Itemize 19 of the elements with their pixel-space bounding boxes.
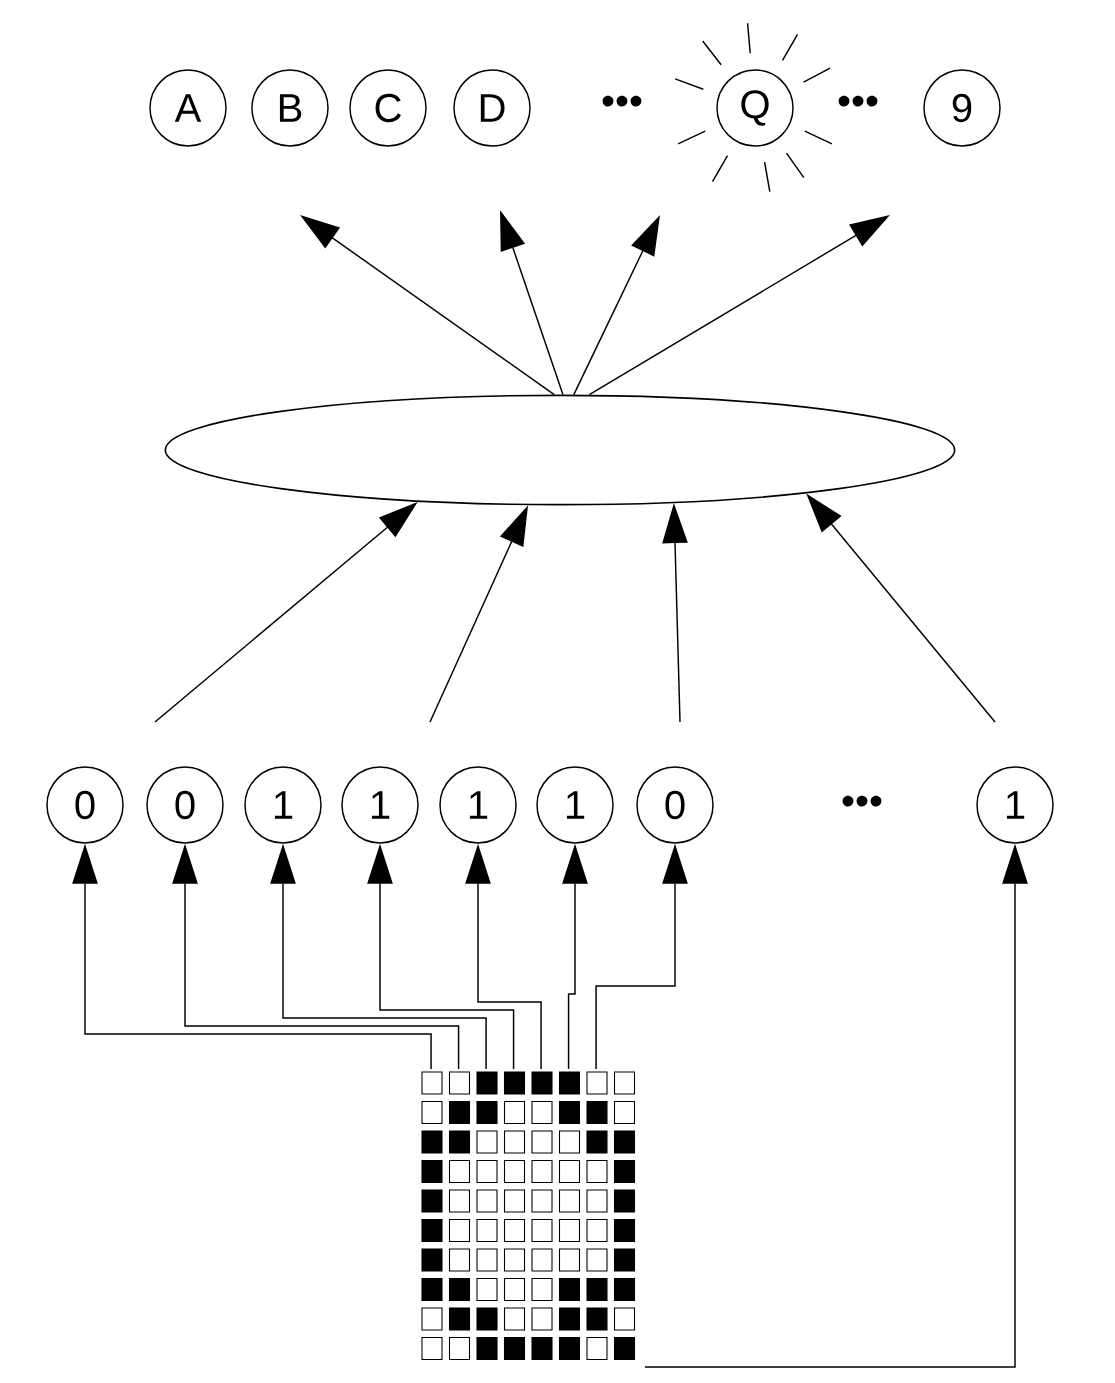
- circle-node: A: [149, 69, 227, 147]
- circle-node: B: [251, 69, 329, 147]
- circle-node: 0: [146, 766, 224, 844]
- circle-node: C: [349, 69, 427, 147]
- circle-node: 0: [636, 766, 714, 844]
- circle-node: 1: [536, 766, 614, 844]
- circle-node: 9: [923, 69, 1001, 147]
- circle-node: D: [453, 69, 531, 147]
- ellipsis: •••: [602, 95, 642, 107]
- ellipsis: •••: [838, 95, 878, 107]
- circle-node: Q: [716, 69, 794, 147]
- circle-node: 1: [341, 766, 419, 844]
- ellipse-outline: [164, 394, 956, 506]
- circle-node: 1: [244, 766, 322, 844]
- ellipsis: •••: [842, 795, 882, 807]
- circle-node: 1: [976, 766, 1054, 844]
- circle-node: 0: [46, 766, 124, 844]
- circle-node: 1: [439, 766, 517, 844]
- pixel-grid-drawing: [421, 1071, 636, 1361]
